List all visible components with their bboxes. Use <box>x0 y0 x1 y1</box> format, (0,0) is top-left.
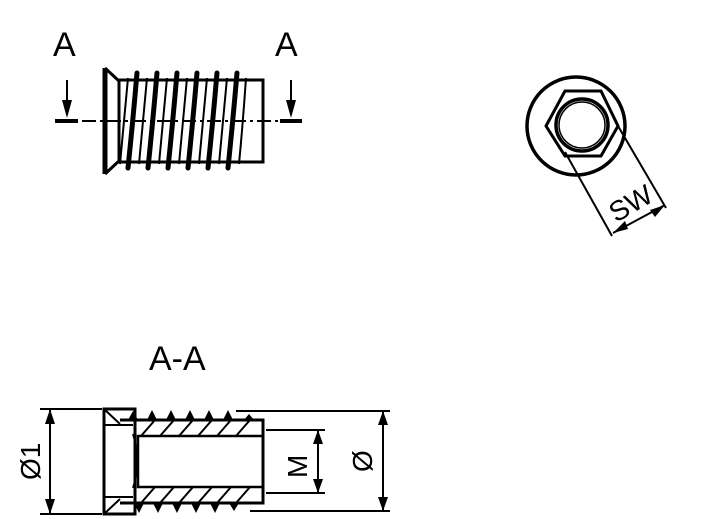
dimension-thread-size: M <box>282 455 313 478</box>
dimension-head-diameter: Ø1 <box>15 443 46 480</box>
section-hatching <box>140 419 251 504</box>
thread-teeth-top <box>128 410 254 420</box>
thread-teeth-bottom <box>134 503 239 513</box>
section-marker-left: A <box>53 26 76 64</box>
section-arrow-right-icon <box>280 80 302 123</box>
section-title: A-A <box>149 340 206 378</box>
end-view: SW <box>525 75 667 237</box>
section-arrow-left-icon <box>55 80 78 123</box>
dimension-outer-diameter: Ø <box>347 450 378 472</box>
dimension-wrench-size: SW <box>604 179 659 229</box>
hex-socket-icon <box>544 89 620 158</box>
section-marker-right: A <box>275 26 298 64</box>
section-view: A-A Ø1 <box>15 340 390 516</box>
side-view: A A <box>53 26 302 176</box>
